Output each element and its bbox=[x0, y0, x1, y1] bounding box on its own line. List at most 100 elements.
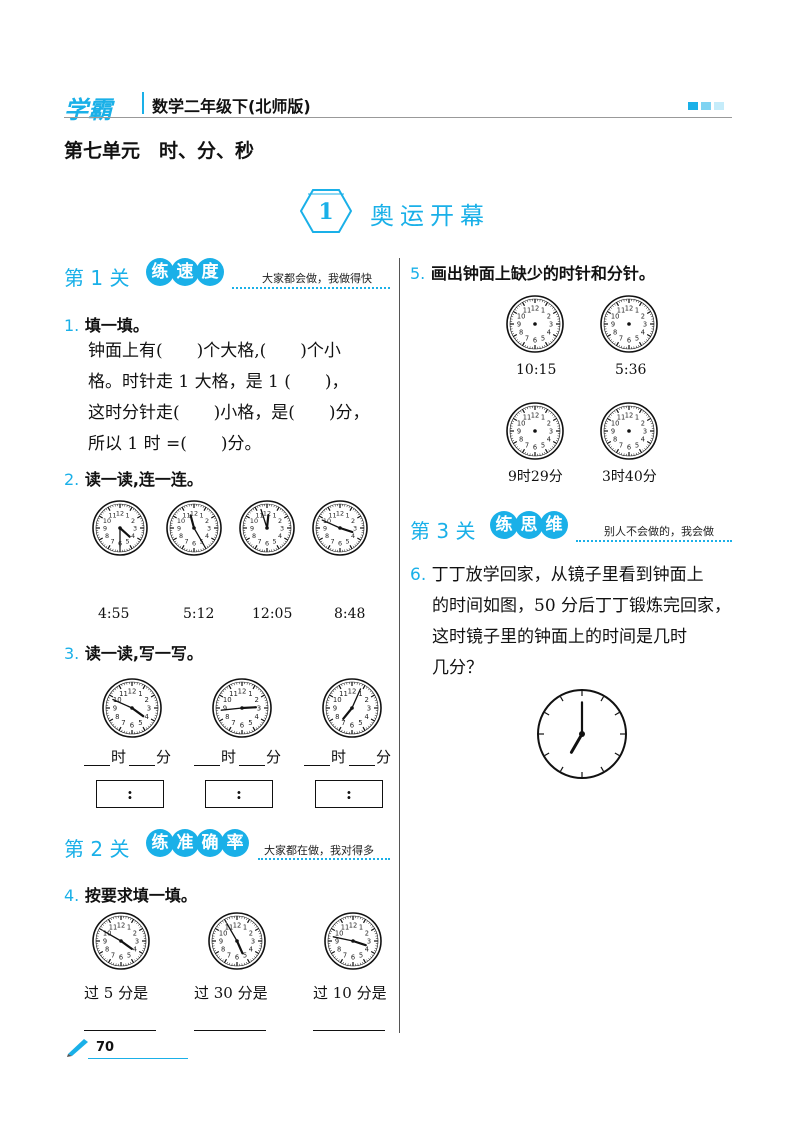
clock-tick bbox=[254, 950, 259, 955]
answer-blank[interactable] bbox=[84, 1030, 156, 1031]
clock-numeral: 10 bbox=[517, 420, 525, 428]
clock-tick bbox=[228, 685, 232, 690]
time-label: 5:36 bbox=[615, 362, 647, 378]
clock-tick bbox=[555, 333, 558, 335]
answer-blank[interactable] bbox=[129, 765, 155, 766]
clock-tick bbox=[612, 340, 614, 343]
answer-blank[interactable] bbox=[194, 765, 220, 766]
clock-tick bbox=[360, 520, 363, 522]
clock-tick bbox=[336, 727, 339, 730]
clock-numeral: 6 bbox=[533, 337, 537, 345]
clock-tick bbox=[553, 444, 556, 446]
clock-tick bbox=[331, 950, 336, 955]
clock-tick bbox=[179, 508, 182, 511]
clock-tick bbox=[371, 926, 374, 928]
clock-tick bbox=[329, 718, 334, 722]
clock-numeral: 8 bbox=[225, 713, 229, 721]
clock-tick bbox=[370, 718, 375, 722]
clock-tick bbox=[369, 924, 372, 926]
clock-tick bbox=[218, 956, 221, 958]
clock-tick bbox=[342, 961, 344, 964]
clock-numeral: 12 bbox=[348, 688, 357, 696]
clock-tick bbox=[102, 956, 105, 958]
clock-tick bbox=[513, 310, 518, 315]
clock-tick bbox=[518, 305, 520, 308]
clock-tick bbox=[373, 717, 376, 719]
clock-numeral: 4 bbox=[131, 532, 135, 540]
clock-tick bbox=[615, 409, 620, 414]
answer-blank[interactable] bbox=[239, 765, 265, 766]
answer-blank[interactable] bbox=[304, 765, 330, 766]
clock-center bbox=[265, 526, 269, 530]
q1-heading: 1. 填一填。 bbox=[64, 312, 149, 336]
hour-hand bbox=[130, 706, 145, 718]
answer-blank[interactable] bbox=[349, 765, 375, 766]
clock-tick bbox=[362, 918, 364, 921]
answer-blank[interactable] bbox=[194, 1030, 266, 1031]
clock-tick bbox=[330, 930, 333, 932]
clock-tick bbox=[186, 505, 188, 508]
clock-numeral: 3 bbox=[643, 321, 647, 329]
clock-tick bbox=[607, 440, 612, 445]
section-3-tagline: 别人不会做的，我会做 bbox=[604, 525, 714, 538]
clock-tick bbox=[252, 508, 255, 511]
clock-tick bbox=[276, 506, 280, 511]
answer-blank[interactable] bbox=[84, 765, 110, 766]
clock-tick bbox=[339, 958, 344, 963]
clock-tick bbox=[556, 330, 559, 332]
clock-tick bbox=[130, 918, 132, 921]
clock-tick bbox=[373, 930, 376, 932]
time-label: 12:05 bbox=[252, 606, 293, 622]
digital-time-box[interactable]: : bbox=[205, 780, 273, 808]
q3-heading: 3. 读一读,写一写。 bbox=[64, 640, 203, 664]
clock-tick bbox=[541, 300, 543, 303]
clock-tick bbox=[371, 721, 374, 724]
clock-tick bbox=[638, 409, 643, 414]
clock-numeral: 2 bbox=[145, 696, 149, 704]
clock-numeral: 5 bbox=[272, 537, 276, 545]
clock-tick bbox=[252, 726, 256, 731]
clock-numeral: 2 bbox=[641, 313, 645, 321]
clock-tick bbox=[618, 451, 620, 454]
clock-tick bbox=[246, 918, 248, 921]
digital-time-box[interactable]: : bbox=[96, 780, 164, 808]
clock-tick bbox=[638, 448, 643, 453]
clock-tick bbox=[555, 420, 558, 422]
clock-tick bbox=[556, 437, 559, 439]
clock-tick bbox=[223, 958, 228, 963]
clock-tick bbox=[105, 545, 108, 548]
clock-numeral: 8 bbox=[613, 436, 617, 444]
clock-tick bbox=[512, 440, 515, 442]
clock-numeral: 2 bbox=[641, 420, 645, 428]
pill-char: 维 bbox=[540, 511, 568, 539]
clock-tick bbox=[553, 416, 556, 418]
clock-tick bbox=[129, 506, 133, 511]
clock-numeral: 9 bbox=[611, 321, 615, 329]
clock-tick bbox=[645, 339, 648, 341]
clock-tick bbox=[338, 726, 342, 731]
answer-blank[interactable] bbox=[313, 1030, 385, 1031]
clock-numeral: 2 bbox=[131, 517, 135, 525]
section-3-level: 第 3 关 bbox=[410, 519, 476, 543]
clock-tick bbox=[175, 511, 178, 514]
clock-center bbox=[130, 706, 134, 710]
clock-tick bbox=[371, 954, 374, 956]
clock-tick bbox=[139, 730, 141, 733]
digital-time-box[interactable]: : bbox=[315, 780, 383, 808]
clock-tick bbox=[128, 547, 130, 551]
clock-tick bbox=[147, 725, 150, 728]
clock-tick bbox=[245, 537, 250, 541]
clock-tick bbox=[102, 924, 105, 926]
minute-hand bbox=[220, 707, 243, 711]
clock-tick bbox=[612, 447, 614, 450]
clock-tick bbox=[605, 330, 608, 332]
clock-tick bbox=[331, 927, 336, 932]
clock-numeral: 5 bbox=[138, 719, 142, 727]
clock-tick bbox=[329, 933, 332, 935]
clock-tick bbox=[618, 344, 620, 347]
clock-tick bbox=[544, 711, 550, 716]
